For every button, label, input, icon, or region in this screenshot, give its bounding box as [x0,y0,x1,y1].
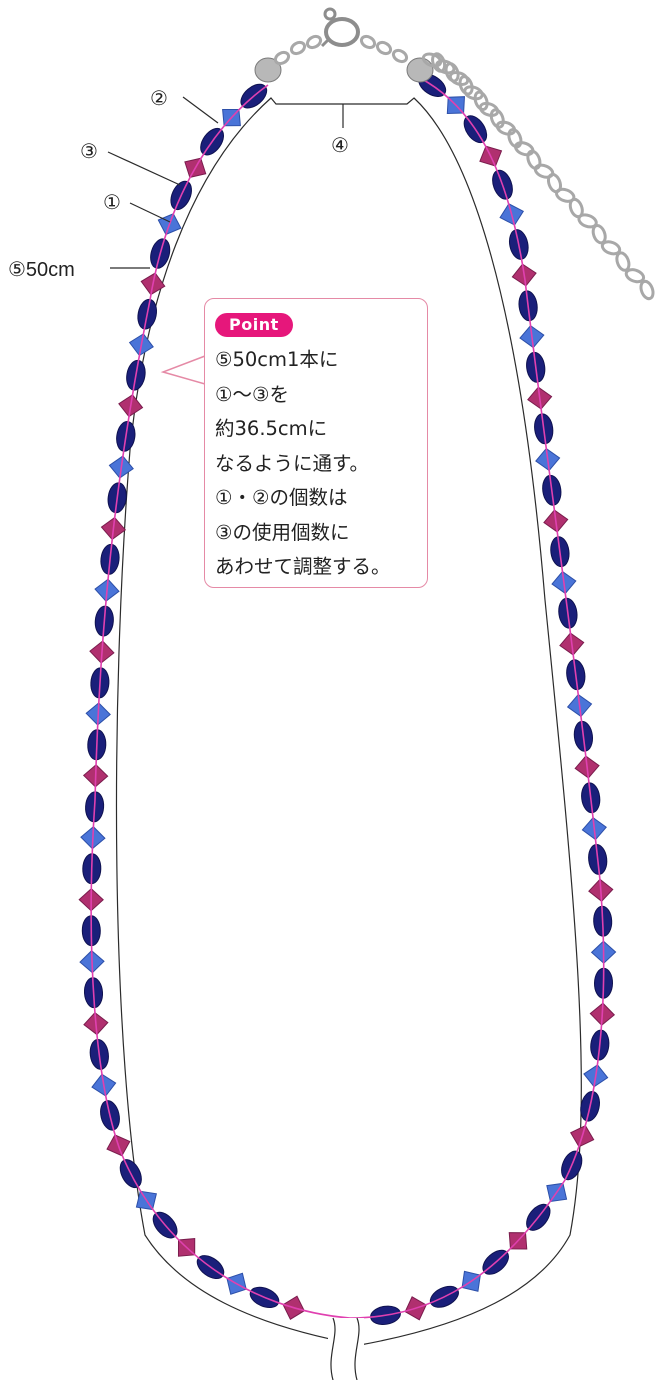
chain-link [375,40,393,56]
point-callout-pointer [160,355,206,385]
extender-link [444,62,460,83]
right-crimp-bead [406,57,434,83]
point-line: なるように通す。 [215,451,370,475]
extender-link [514,141,535,157]
point-badge: Point [215,313,293,337]
leader-label-3 [107,151,181,186]
label-2: ② [150,88,168,110]
extender-link [478,101,500,117]
point-line: 約36.5cmに [215,417,328,440]
point-line: ①～③を [215,382,289,406]
left-crimp-bead [254,57,282,83]
chain-link [273,50,291,66]
extender-link [435,59,456,75]
extender-link [600,240,622,256]
extender-link [473,90,489,111]
extender-link [526,149,542,170]
point-line: ①・②の個数は [215,486,348,509]
point-line: ⑤50cm1本に [215,348,339,371]
label-1: ① [103,192,121,214]
break-gap [328,1318,364,1380]
leader-label-1 [129,202,171,223]
extender-link [577,213,598,229]
extender-link [463,85,484,101]
chain-link [289,40,307,56]
clasp-links [273,34,409,66]
lobster-clasp-icon [320,7,360,48]
point-line: ③の使用個数に [215,520,350,544]
length-outline [115,97,582,1346]
chain-link [391,48,409,64]
label-3: ③ [80,141,98,163]
break-mark-right [354,1317,360,1380]
extender-link [507,128,523,149]
beading-wire [90,77,605,1319]
extender-link [615,251,631,272]
extender-link [533,163,555,179]
chain-link [359,34,377,50]
extender-link [458,75,474,96]
label-5-length: ⑤50cm [8,259,75,281]
extender-link [448,70,470,87]
point-text: ⑤50cm1本に ①～③を 約36.5cmに なるように通す。 ①・②の個数は … [215,343,417,585]
chain-link [305,34,323,50]
extender-chain-icon [421,52,655,301]
leader-label-2 [182,96,219,124]
extender-link [624,268,646,284]
point-line: あわせて調整する。 [215,555,391,578]
break-mark-left [330,1317,336,1380]
extender-link [489,108,505,129]
point-callout: Point ⑤50cm1本に ①～③を 約36.5cmに なるように通す。 ①・… [204,298,428,588]
extender-link [639,279,655,301]
label-4: ④ [331,135,349,157]
